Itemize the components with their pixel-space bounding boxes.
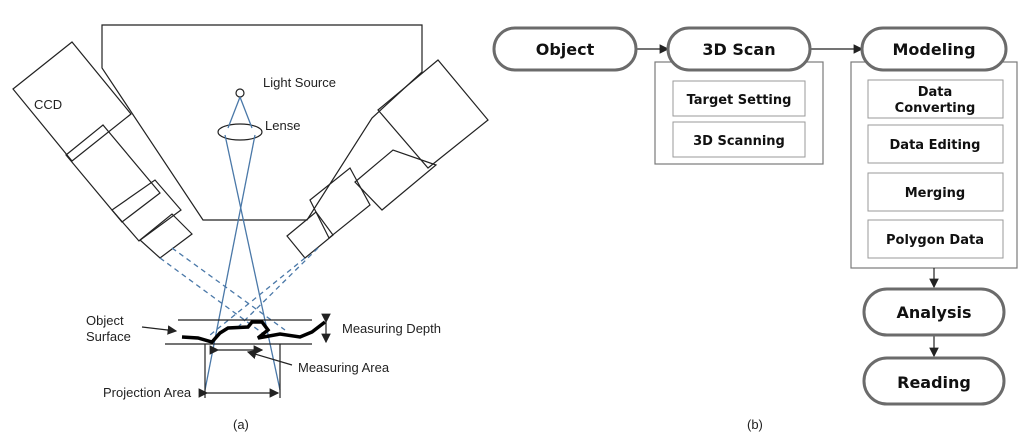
modeling-node [860,26,1008,72]
object-surface-label-line1: Object [86,313,124,328]
modeling-step-box [867,172,1004,212]
object-node-label: Object [536,40,595,59]
analysis-node [862,287,1006,337]
reading-node-label: Reading [897,373,971,392]
scan-step-box [672,121,806,158]
modeling-step-label-line1: Data [918,85,953,100]
modeling-step-label-line2: Converting [895,101,976,116]
projector-housing [101,24,423,221]
panel-b: Object 3D Scan Modeling Analysis Reading… [492,26,1018,432]
modeling-step-box [867,219,1004,259]
caption-a: (a) [233,417,249,432]
reading-node [862,356,1006,406]
left-ccd-camera [12,41,193,259]
object-surface-profile [181,320,327,344]
scan-step-label: 3D Scanning [693,134,785,149]
analysis-node-label: Analysis [896,303,971,322]
modeling-step-label: Polygon Data [886,233,984,248]
measuring-depth-label: Measuring Depth [342,321,441,336]
panel-a: CCD Light Source Lense Object Surface Me… [12,24,489,432]
scan-node-label: 3D Scan [702,40,775,59]
right-ccd-camera [286,59,489,259]
projection-area-label: Projection Area [103,385,192,400]
lense-label: Lense [265,118,300,133]
scan-step-box [672,80,806,117]
object-surface-label-line2: Surface [86,329,131,344]
modeling-step-box [867,124,1004,164]
modeling-node-label: Modeling [892,40,975,59]
measuring-area-label: Measuring Area [298,360,390,375]
light-source-label: Light Source [263,75,336,90]
object-node [492,26,638,72]
scan-step-label: Target Setting [687,93,792,108]
modeling-step-label: Merging [905,186,966,201]
lens-icon [217,123,263,141]
scan-node [666,26,812,72]
modeling-step-box [867,79,1004,119]
caption-b: (b) [747,417,763,432]
ccd-label: CCD [34,97,62,112]
light-source-icon [235,88,245,98]
modeling-step-label: Data Editing [890,138,981,153]
